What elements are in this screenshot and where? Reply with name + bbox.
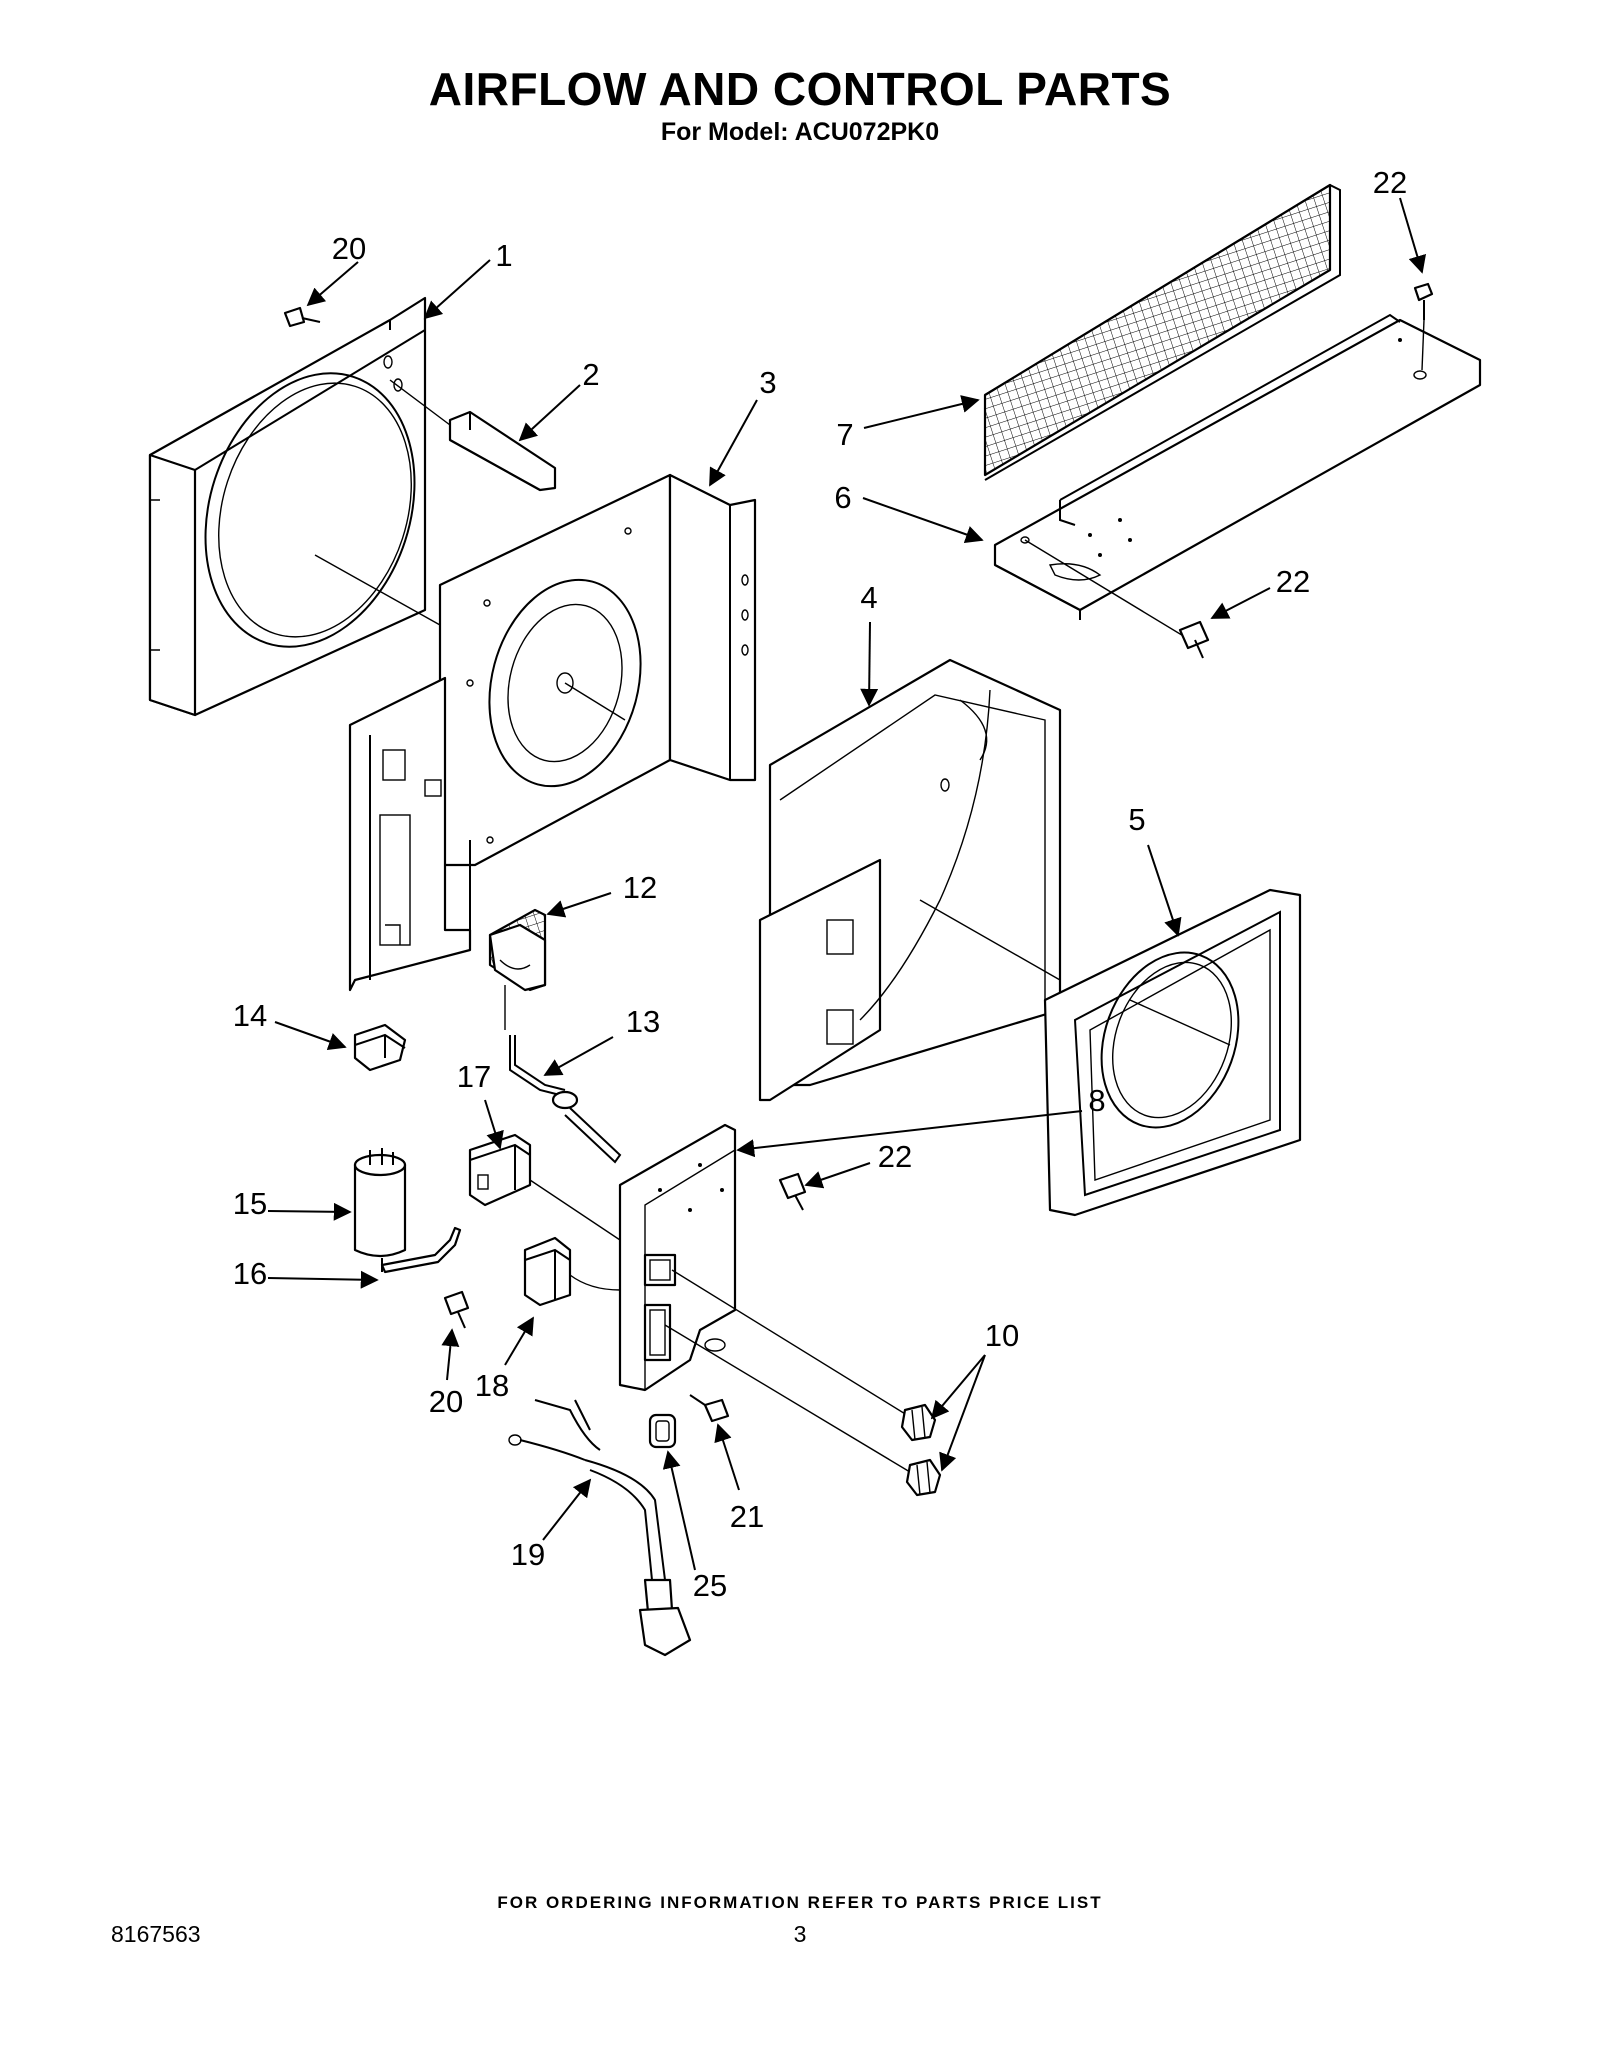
part-5-grille-frame (1043, 888, 1302, 1217)
part-12-thermostat-bracket (488, 908, 547, 1030)
callout-21: 21 (730, 1499, 764, 1534)
part-1-fan-shroud (148, 296, 441, 717)
part-14-relay (353, 1023, 407, 1072)
part-3-blower-housing (348, 473, 757, 992)
callout-4: 4 (860, 580, 877, 615)
callout-15: 15 (233, 1186, 267, 1221)
callout-14: 14 (233, 998, 267, 1033)
part-22-screw-top (1413, 282, 1434, 371)
callout-20-top: 20 (332, 231, 366, 266)
part-20-screw-upper (283, 306, 321, 328)
part-21-screw (689, 1394, 730, 1423)
part-10-knob-upper (900, 1403, 937, 1442)
callout-6: 6 (834, 480, 851, 515)
part-2-bracket (389, 379, 557, 492)
callout-8: 8 (1088, 1083, 1105, 1118)
document-number: 8167563 (111, 1921, 201, 1947)
part-25-strain-relief (648, 1413, 677, 1449)
callout-16: 16 (233, 1256, 267, 1291)
callout-25: 25 (693, 1568, 727, 1603)
part-8-control-panel (618, 1123, 916, 1476)
callout-22-tray: 22 (1276, 564, 1310, 599)
part-20-screw-lower (443, 1290, 470, 1329)
part-10-knob-lower (905, 1458, 942, 1497)
part-16-strap (380, 1226, 462, 1274)
part-17-switch (468, 1133, 621, 1241)
part-22-screw-panel (778, 1172, 807, 1211)
part-7-filter (983, 183, 1341, 481)
model-subtitle: For Model: ACU072PK0 (660, 118, 940, 146)
callout-20-lower: 20 (429, 1384, 463, 1419)
part-18-motor-switch (523, 1236, 621, 1307)
callout-22-panel: 22 (878, 1139, 912, 1174)
part-19-power-cord (508, 1399, 692, 1657)
callout-10: 10 (985, 1318, 1019, 1353)
callout-19: 19 (511, 1537, 545, 1572)
part-22-screw-tray (1178, 620, 1210, 659)
callout-7: 7 (836, 417, 853, 452)
callout-13: 13 (626, 1004, 660, 1039)
part-4-scroll-panel (758, 658, 1062, 1102)
part-13-sensor (509, 1035, 622, 1164)
callout-2: 2 (582, 357, 599, 392)
callout-1: 1 (495, 238, 512, 273)
callout-18: 18 (475, 1368, 509, 1403)
leader-arrows (267, 197, 1427, 1571)
page-title: AIRFLOW AND CONTROL PARTS (428, 63, 1172, 115)
callout-3: 3 (759, 365, 776, 400)
ordering-info-note: FOR ORDERING INFORMATION REFER TO PARTS … (497, 1893, 1103, 1912)
callout-5: 5 (1128, 802, 1145, 837)
callout-12: 12 (623, 870, 657, 905)
callout-17: 17 (457, 1059, 491, 1094)
page-number: 3 (793, 1921, 807, 1947)
callout-labels: 20 1 2 3 22 7 6 22 4 5 12 14 13 17 8 22 … (233, 165, 1407, 1603)
part-15-capacitor (353, 1148, 407, 1258)
callout-22-top: 22 (1373, 165, 1407, 200)
part-6-filter-tray (993, 313, 1482, 641)
